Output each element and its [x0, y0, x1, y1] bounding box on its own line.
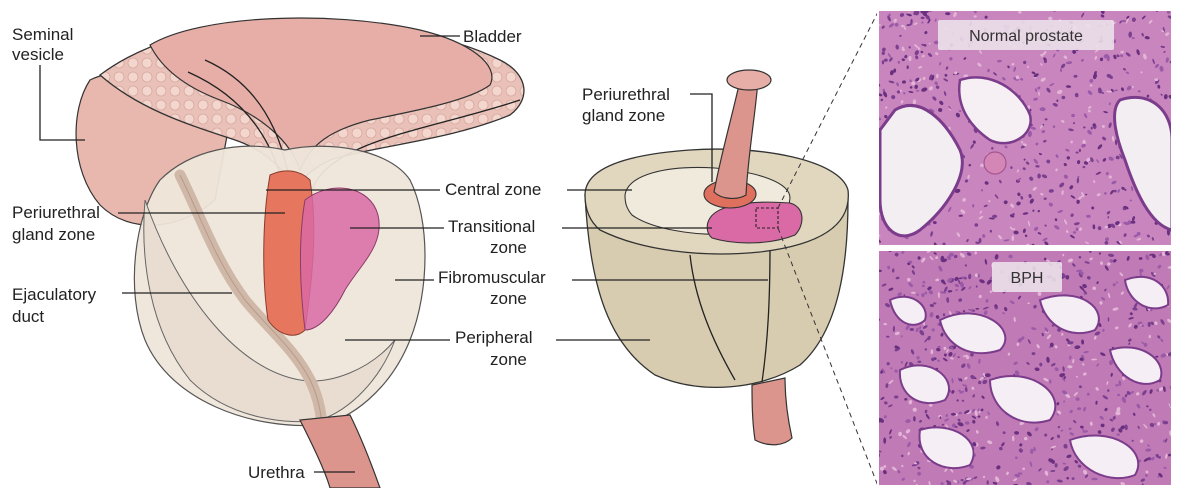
ejaculatory-label-line2: duct	[12, 307, 44, 326]
cross-section-diagram	[585, 12, 878, 486]
periurethral-label-line2: gland zone	[12, 225, 95, 244]
ejaculatory-label-line1: Ejaculatory	[12, 285, 97, 304]
tissue-nucleus	[1131, 221, 1136, 224]
seminal-vesicle-label-line1: Seminal	[12, 25, 73, 44]
urethra-opening	[727, 70, 771, 90]
sagittal-prostate-diagram	[76, 18, 524, 488]
seminal-vesicle-label-line2: vesicle	[12, 45, 64, 64]
peripheral-label-line2: zone	[490, 350, 527, 369]
tissue-nucleus	[1139, 269, 1143, 273]
bladder-label: Bladder	[463, 27, 522, 46]
urethra-shape	[300, 415, 380, 488]
tissue-nucleus	[949, 253, 954, 257]
tissue-nucleus	[1012, 235, 1015, 241]
periurethral-label-line1: Periurethral	[12, 203, 100, 222]
transitional-label-line2: zone	[490, 238, 527, 257]
fibromuscular-label-line1: Fibromuscular	[438, 268, 546, 287]
central-zone-label: Central zone	[445, 180, 541, 199]
bph-label: BPH	[1011, 270, 1044, 287]
tissue-nucleus	[908, 56, 911, 61]
tissue-nucleus	[933, 302, 936, 304]
tissue-nucleus	[883, 437, 886, 443]
tissue-nucleus	[1107, 216, 1109, 218]
normal-prostate-label: Normal prostate	[969, 28, 1083, 45]
peripheral-label-line1: Peripheral	[455, 328, 533, 347]
fibromuscular-label-line2: zone	[490, 289, 527, 308]
transitional-label-line1: Transitional	[448, 217, 535, 236]
tissue-nucleus	[957, 356, 959, 358]
tissue-nucleus	[1148, 322, 1151, 327]
right-periurethral-label-line1: Periurethral	[582, 85, 670, 104]
urethra-label: Urethra	[248, 463, 305, 482]
lower-urethra-shape	[752, 378, 792, 445]
right-periurethral-label-line2: gland zone	[582, 106, 665, 125]
